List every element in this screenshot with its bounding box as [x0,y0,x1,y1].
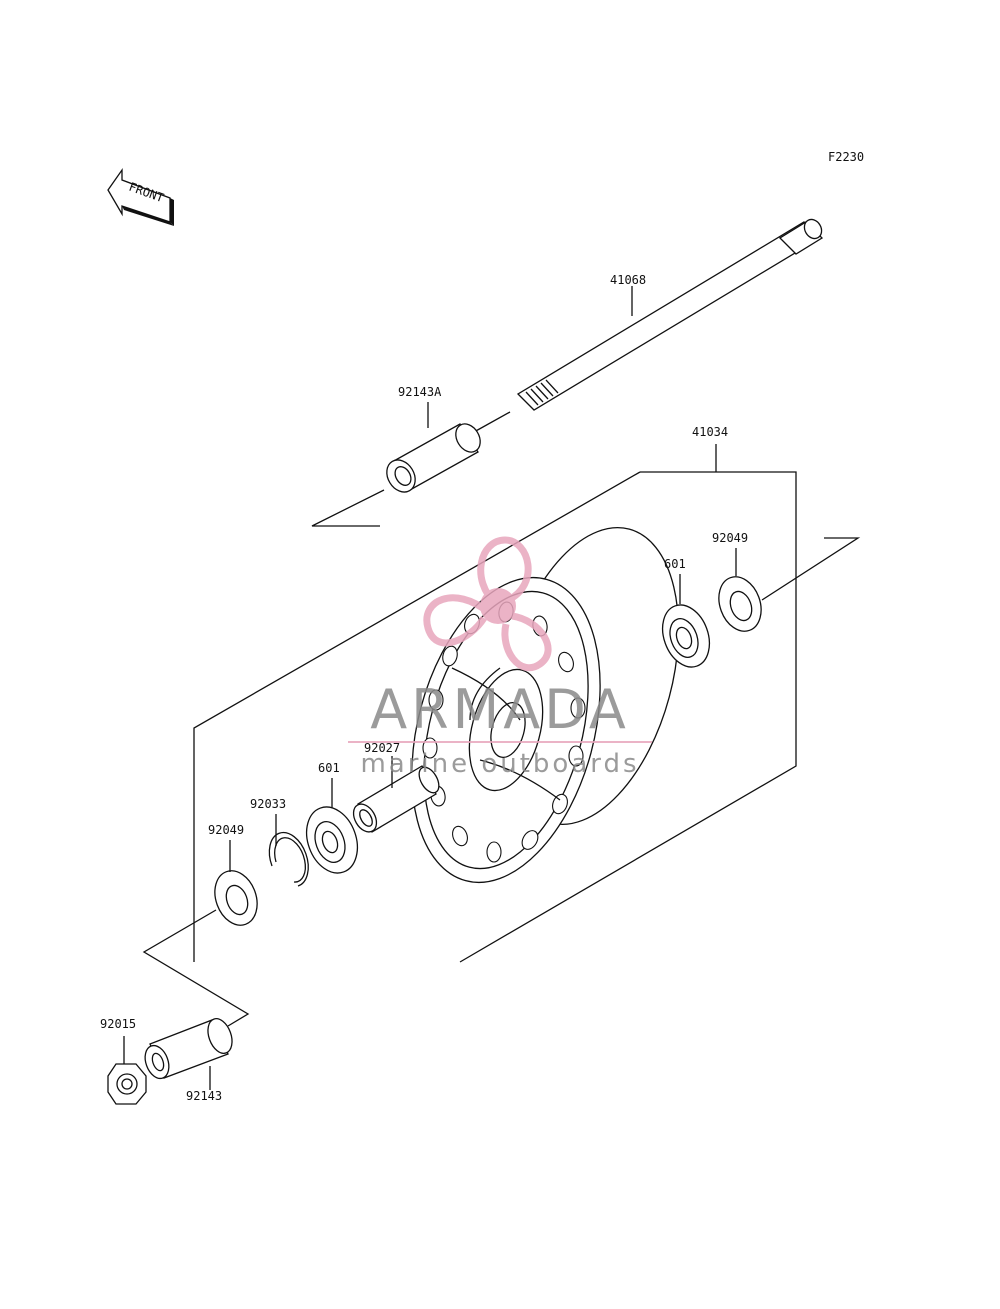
part-label-seal-right: 92049 [712,531,748,545]
collar [144,1018,233,1080]
part-label-collar-a: 92143A [398,385,442,399]
part-label-bearing-left: 601 [318,761,340,775]
collar-a [386,423,481,493]
watermark-tagline: marine outboards [360,749,639,779]
part-label-seal-left: 92049 [208,823,244,837]
seal-right [718,576,762,632]
propeller-hub-icon [480,588,516,624]
bearing-left [305,806,359,874]
part-label-circlip: 92033 [250,797,286,811]
axle [473,218,824,433]
part-label-axle: 41068 [610,273,646,287]
propeller-logo-icon [423,536,552,672]
part-label-wheel: 41034 [692,425,728,439]
seal-left [214,870,258,926]
watermark-brand: ARMADA [370,678,630,741]
part-label-bearing-right: 601 [664,557,686,571]
bearing-right [661,604,711,668]
diagram-code: F2230 [828,150,864,164]
part-label-spacer: 92027 [364,741,400,755]
part-label-nut: 92015 [100,1017,136,1031]
front-arrow-icon: FRONT [107,167,174,226]
part-label-collar: 92143 [186,1089,222,1103]
circlip [268,831,309,887]
armada-watermark: ARMADA marine outboards [348,536,652,779]
nut [107,1063,147,1105]
spacer [352,765,440,833]
